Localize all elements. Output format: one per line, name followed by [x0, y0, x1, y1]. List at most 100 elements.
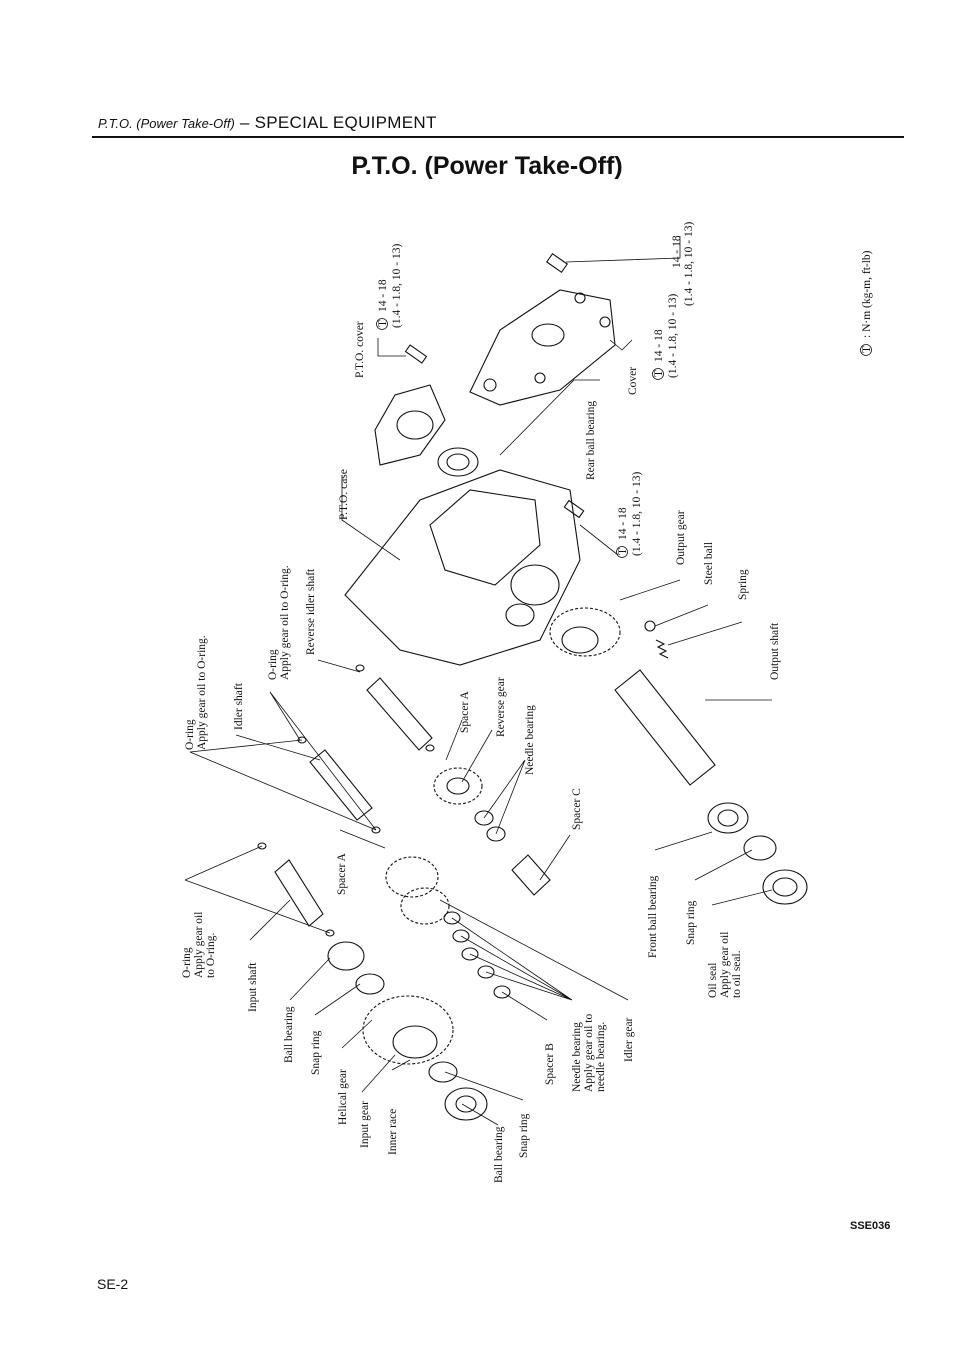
label-spring: Spring [737, 569, 749, 600]
rear-ball-bearing-inner [446, 453, 470, 471]
oring-part [371, 826, 381, 834]
label-snap-ring-upper: Snap ring [310, 1030, 322, 1075]
label-needle-note1: Apply gear oil to [583, 1014, 595, 1092]
label-inner-race-group: Inner race [387, 1109, 399, 1155]
pto-cover-bolt [404, 344, 428, 364]
cover-bolt [545, 252, 569, 274]
header-separator: – [234, 113, 255, 132]
torque-case-kg: (1.4 - 1.8, 10 - 13) [631, 472, 643, 556]
lower-ball-bearing-part [444, 1087, 488, 1121]
label-oring-left-note: Apply gear oil to O-ring. [196, 635, 208, 750]
label-spacer-a-lower-group: Spacer A [336, 852, 348, 895]
torque-case-nm: 14 - 18 [617, 507, 629, 540]
label-input-gear-group: Input gear [359, 1101, 371, 1148]
label-front-ball-bearing-group: Front ball bearing [647, 875, 659, 958]
label-inner-race: Inner race [387, 1109, 399, 1155]
label-helical-gear-group: Helical gear [337, 1069, 349, 1125]
label-reverse-idler-shaft: Reverse idler shaft [305, 568, 317, 655]
front-ball-bearing-inner [717, 809, 739, 827]
output-gear-part [549, 607, 621, 657]
needle-bearing-stack [452, 929, 470, 943]
label-ball-bearing-lower: Ball bearing [493, 1126, 505, 1183]
label-snap-ring-lower-group: Snap ring [518, 1113, 530, 1158]
cover-hole [599, 316, 611, 328]
pto-case-body [344, 469, 581, 666]
front-snap-ring-part [743, 835, 777, 861]
spacer-c-part [511, 854, 551, 896]
page-title: P.T.O. (Power Take-Off) [351, 152, 623, 180]
label-steel-ball: Steel ball [703, 542, 715, 585]
front-ball-bearing-part [707, 802, 749, 834]
label-ball-bearing-lower-group: Ball bearing [493, 1126, 505, 1183]
label-output-gear: Output gear [675, 510, 687, 565]
snap-ring-part [355, 973, 385, 995]
helical-gear-part [362, 995, 454, 1065]
label-snap-ring-front: Snap ring [685, 900, 697, 945]
header-section-italic: P.T.O. (Power Take-Off) [98, 116, 235, 131]
label-needle-note2: needle bearing. [595, 1022, 607, 1092]
label-pto-case: P.T.O. case [338, 469, 350, 520]
idler-gear-part2 [400, 887, 450, 925]
label-oring-left: O-ring [184, 719, 196, 750]
label-needle-bearing-lower-group: Needle bearing Apply gear oil to needle … [571, 1014, 607, 1092]
pto-case-bore [510, 564, 560, 606]
needle-bearing-part [486, 826, 506, 842]
needle-bearing-stack [443, 911, 461, 925]
cover-hole [574, 292, 586, 304]
label-spacer-a-lower: Spacer A [336, 852, 348, 895]
label-front-ball-bearing: Front ball bearing [647, 875, 659, 958]
label-output-shaft-group: Output shaft [769, 622, 781, 680]
rear-ball-bearing-part [437, 447, 479, 477]
torque-pto-cover-nm: 14 - 18 [377, 279, 389, 312]
page-number: SE-2 [97, 1276, 129, 1292]
oil-seal-inner [772, 877, 798, 897]
label-snap-ring-upper-group: Snap ring [310, 1030, 322, 1075]
label-pto-cover: P.T.O. cover [354, 321, 366, 378]
diagram-parts [257, 252, 808, 1121]
label-spacer-a-upper-group: Spacer A [459, 690, 471, 733]
label-rear-ball-bearing-group: Rear ball bearing [585, 401, 597, 480]
label-needle-bearing-lower: Needle bearing [571, 1022, 583, 1092]
oring-part [355, 664, 365, 672]
steel-ball-part [644, 620, 656, 632]
spacer-b-part [493, 985, 511, 999]
label-oil-seal-note2: to oil seal. [731, 950, 743, 998]
label-reverse-gear-group: Reverse gear [495, 677, 507, 737]
label-input-gear: Input gear [359, 1101, 371, 1148]
label-ball-bearing-upper: Ball bearing [283, 1006, 295, 1063]
legend: T : N·m (kg-m, ft-lb) [860, 250, 873, 356]
label-spacer-b: Spacer B [544, 1043, 556, 1085]
torque-bolt: 14 - 18 (1.4 - 1.8, 10 - 13) [671, 222, 695, 306]
leader-lines [184, 236, 773, 1126]
oil-seal-part [762, 869, 808, 905]
label-reverse-gear: Reverse gear [495, 677, 507, 737]
torque-symbol: T [377, 320, 389, 327]
label-oring-upper-group: O-ring Apply gear oil to O-ring. [267, 565, 291, 680]
label-spring-group: Spring [737, 569, 749, 600]
label-rear-ball-bearing: Rear ball bearing [585, 401, 597, 480]
label-oring-lower-note-a: Apply gear oil [193, 912, 205, 978]
label-output-shaft: Output shaft [769, 622, 781, 680]
output-gear-hub [561, 626, 599, 654]
label-spacer-b-group: Spacer B [544, 1043, 556, 1085]
header-rule [92, 136, 904, 138]
torque-case: T 14 - 18 (1.4 - 1.8, 10 - 13) [616, 472, 643, 558]
label-spacer-c: Spacer C [571, 788, 583, 830]
torque-bolt-kg: (1.4 - 1.8, 10 - 13) [683, 222, 695, 306]
torque-cover: T 14 - 18 (1.4 - 1.8, 10 - 13) [652, 294, 679, 380]
label-idler-shaft: Idler shaft [233, 682, 245, 730]
legend-text: : N·m (kg-m, ft-lb) [861, 250, 873, 338]
pto-cover-plate [374, 384, 446, 466]
idler-shaft-part [309, 749, 373, 821]
label-steel-ball-group: Steel ball [703, 542, 715, 585]
torque-bolt-nm: 14 - 18 [671, 235, 683, 268]
label-output-gear-group: Output gear [675, 510, 687, 565]
torque-symbol: T [617, 548, 629, 555]
oring-part [425, 744, 435, 752]
label-idler-shaft-group: Idler shaft [233, 682, 245, 730]
case-bolt [563, 499, 585, 519]
needle-bearing-part [474, 810, 494, 826]
label-oring-lower-note-b: to O-ring. [205, 933, 217, 978]
cover-hole [534, 372, 546, 384]
